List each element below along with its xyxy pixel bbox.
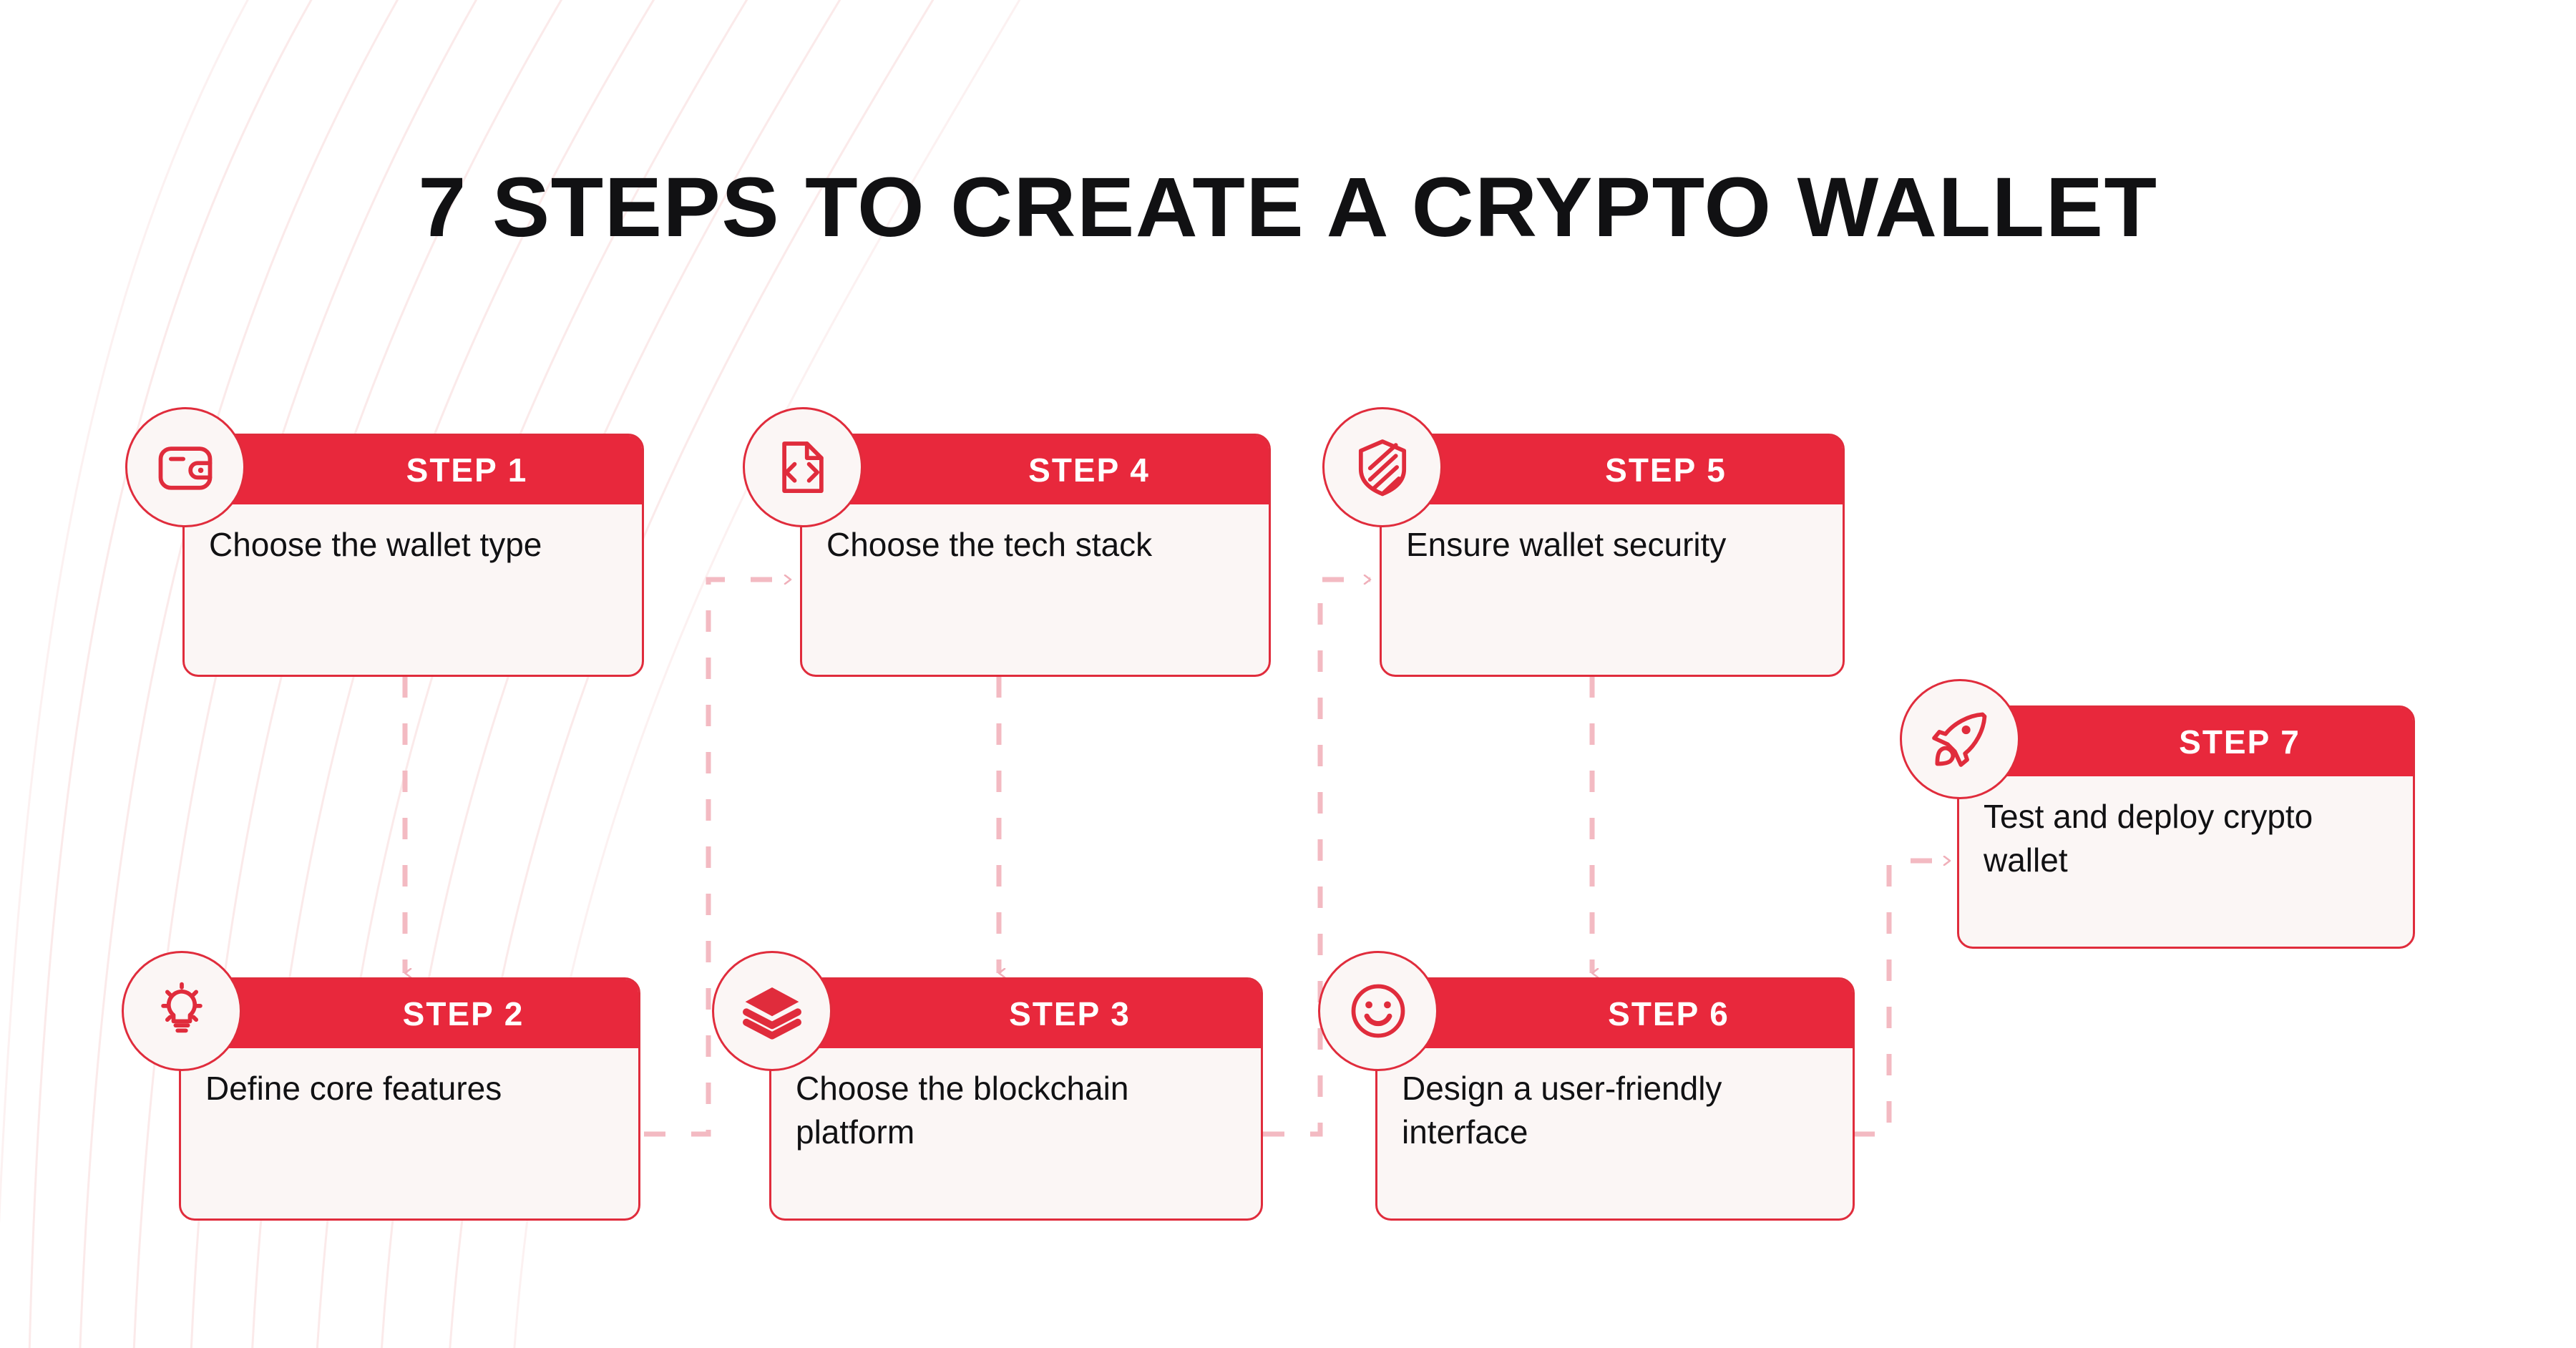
step-2-header: STEP 2 [181,980,638,1048]
wallet-icon [125,407,245,527]
step-2-label: STEP 2 [402,995,525,1032]
step-5-label: STEP 5 [1605,451,1727,489]
step-1-text: Choose the wallet type [209,526,542,563]
step-5-text: Ensure wallet security [1406,526,1727,563]
step-card-1[interactable]: STEP 1 Choose the wallet type [125,407,644,677]
step-5-header: STEP 5 [1382,436,1843,504]
connector-6-7 [1853,861,1950,1137]
step-card-4[interactable]: STEP 4 Choose the tech stack [743,407,1271,677]
rocket-icon [1900,679,2020,799]
step-card-6[interactable]: STEP 6 Design a user-friendly interface [1318,951,1855,1221]
page-title: 7 STEPS TO CREATE A CRYPTO WALLET [418,160,2158,255]
step-4-header: STEP 4 [802,436,1269,504]
step-7-header: STEP 7 [1959,708,2413,776]
step-card-2[interactable]: STEP 2 Define core features [122,951,640,1221]
step-1-label: STEP 1 [406,451,528,489]
code-file-icon [743,407,863,527]
step-2-text: Define core features [205,1070,502,1107]
step-3-header: STEP 3 [771,980,1261,1048]
step-card-3[interactable]: STEP 3 Choose the blockchain platform [712,951,1263,1221]
step-3-label: STEP 3 [1009,995,1131,1032]
step-card-7[interactable]: STEP 7 Test and deploy crypto wallet [1900,679,2415,949]
step-6-text: Design a user-friendly interface [1402,1070,1722,1151]
step-3-text: Choose the blockchain platform [796,1070,1129,1151]
step-4-text: Choose the tech stack [826,526,1153,563]
step-7-text: Test and deploy crypto wallet [1984,798,2313,879]
shield-icon [1322,407,1443,527]
layers-icon [712,951,832,1071]
step-7-label: STEP 7 [2179,723,2301,761]
step-4-label: STEP 4 [1028,451,1150,489]
step-6-header: STEP 6 [1377,980,1853,1048]
lightbulb-icon [122,951,242,1071]
step-card-5[interactable]: STEP 5 Ensure wallet security [1322,407,1845,677]
smiley-face-icon [1318,951,1438,1071]
step-6-label: STEP 6 [1608,995,1729,1032]
step-1-header: STEP 1 [185,436,642,504]
